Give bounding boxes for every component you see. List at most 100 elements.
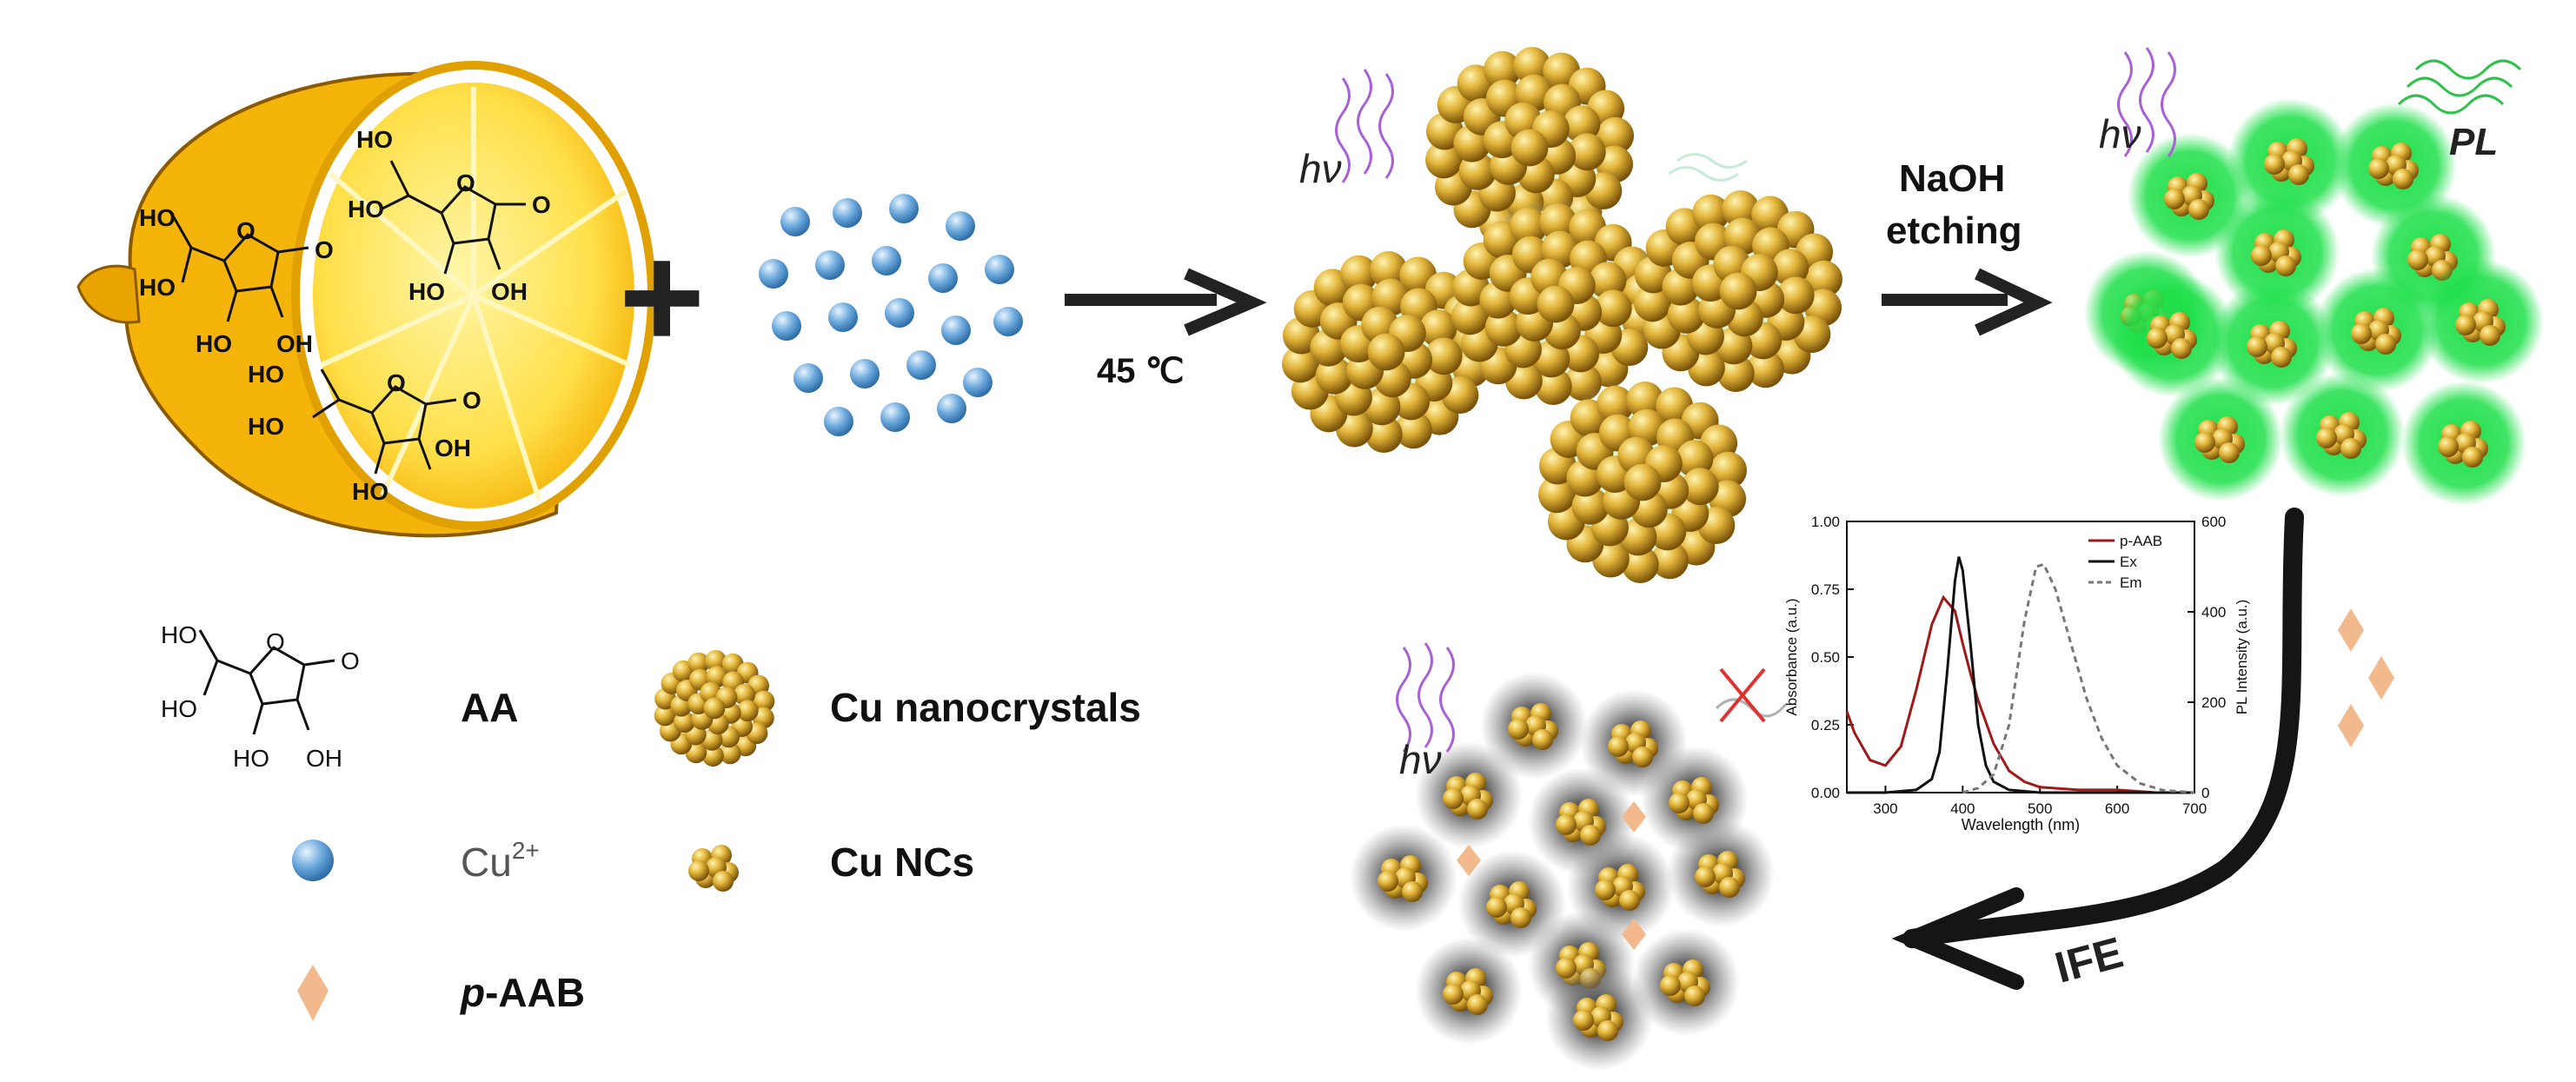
cu-nanocrystal bbox=[1280, 246, 1492, 458]
paab-diamond bbox=[1622, 919, 1646, 950]
chart-x-tick-label: 400 bbox=[1950, 800, 1975, 817]
pl-label: PL bbox=[2449, 121, 2498, 163]
cu-ion bbox=[780, 207, 810, 236]
quenched-cu-nc bbox=[1632, 928, 1740, 1036]
hv-label-3: hν bbox=[1399, 737, 1442, 782]
legend-cu-ion-sup: 2+ bbox=[512, 837, 540, 864]
molecule-1-carbonyl-o: O bbox=[315, 236, 334, 263]
cu-nanocrystal bbox=[1537, 376, 1749, 588]
legend-aa-structure bbox=[198, 629, 335, 735]
chart-left-tick-label: 0.25 bbox=[1811, 717, 1840, 734]
cu-ion bbox=[963, 368, 993, 397]
cu-ion bbox=[815, 250, 845, 280]
cu-ion bbox=[759, 259, 788, 289]
chart-x-tick-label: 300 bbox=[1873, 800, 1897, 817]
legend-aa-ho-top: HO bbox=[161, 621, 197, 648]
ife-label: IFE bbox=[2050, 928, 2128, 992]
cu-ion bbox=[928, 263, 958, 293]
cu-nanocrystal bbox=[1450, 198, 1662, 410]
chart-left-tick-label: 0.00 bbox=[1811, 785, 1840, 801]
legend-aa-carbonyl-o: O bbox=[341, 647, 360, 674]
fluorescent-cu-ncs-group bbox=[2084, 98, 2544, 506]
cu-ion bbox=[793, 363, 823, 393]
legend-aa-ho-side: HO bbox=[161, 695, 197, 722]
cu-nanocrystal bbox=[1632, 185, 1844, 397]
cu-ion bbox=[937, 394, 966, 423]
legend-paab-label: p-AAB bbox=[459, 970, 585, 1015]
molecule-1-ho-side: HO bbox=[139, 274, 176, 301]
molecule-3-oh-bottom: OH bbox=[435, 435, 471, 461]
fluorescent-cu-nc bbox=[2280, 372, 2405, 497]
chart-left-tick-label: 0.50 bbox=[1811, 649, 1840, 666]
chart-right-tick-label: 200 bbox=[2201, 694, 2226, 711]
molecule-2-oh-bottom: OH bbox=[491, 278, 528, 305]
legend-paab-rest: -AAB bbox=[485, 970, 585, 1015]
legend-cu-ncs-label: Cu NCs bbox=[830, 840, 974, 885]
cu-ion bbox=[872, 246, 901, 275]
cu-ion bbox=[880, 402, 910, 432]
molecule-1-oh-bottom: OH bbox=[276, 330, 313, 357]
chart-x-tick-label: 600 bbox=[2105, 800, 2129, 817]
molecule-3-ho-top: HO bbox=[248, 361, 284, 388]
molecule-2-ho-side: HO bbox=[348, 196, 384, 222]
chart-left-tick-label: 1.00 bbox=[1811, 514, 1840, 530]
temperature-label: 45 ℃ bbox=[1097, 352, 1185, 390]
legend-cu-ion-icon bbox=[292, 840, 334, 881]
chart-plot-area bbox=[1846, 521, 2195, 793]
legend-cu-nc-icon bbox=[688, 845, 739, 892]
chart-legend-label: Em bbox=[2120, 574, 2142, 591]
faint-emission-wave-icon bbox=[1668, 153, 1748, 182]
chart-series-em bbox=[1962, 562, 2195, 794]
plus-sign: + bbox=[619, 215, 705, 380]
molecule-3-ho-bottom: HO bbox=[352, 478, 388, 505]
light-wave-icon-3 bbox=[1396, 642, 1455, 753]
light-wave-icon-2 bbox=[2117, 47, 2176, 157]
etching-label-line2: etching bbox=[1886, 209, 2022, 252]
cu-ion bbox=[906, 350, 936, 380]
fluorescent-cu-nc bbox=[2158, 376, 2283, 501]
ascorbic-acid-molecule-3 bbox=[312, 368, 457, 475]
molecule-2-carbonyl-o: O bbox=[532, 191, 551, 218]
legend-aa-ring-o: O bbox=[266, 628, 285, 655]
paab-diamond-decor bbox=[2338, 608, 2394, 747]
reaction-arrow-2 bbox=[1882, 268, 2053, 336]
legend-cu-ion-label: Cu2+ bbox=[461, 837, 540, 885]
ascorbic-acid-molecule-1 bbox=[172, 216, 309, 322]
legend-cu-nanocrystals-label: Cu nanocrystals bbox=[830, 685, 1141, 730]
molecule-3-ho-side: HO bbox=[248, 413, 284, 440]
chart-x-tick-label: 500 bbox=[2028, 800, 2052, 817]
molecule-2-ring-o: O bbox=[456, 169, 475, 196]
quenched-cu-nc bbox=[1545, 963, 1653, 1071]
paab-diamond bbox=[1622, 801, 1646, 833]
paab-diamond bbox=[1457, 845, 1481, 876]
chart-x-tick-label: 700 bbox=[2182, 800, 2207, 817]
legend-nc-shape bbox=[688, 845, 739, 892]
cu-ion bbox=[833, 198, 862, 228]
legend-cu-nanocrystal-icon bbox=[654, 649, 775, 767]
legend-crystal-shape bbox=[654, 649, 775, 767]
chart-legend-label: Ex bbox=[2120, 554, 2137, 570]
ascorbic-acid-molecule-2 bbox=[382, 160, 526, 275]
quenched-cu-ncs-group bbox=[1350, 672, 1775, 1071]
chart-x-axis-label: Wavelength (nm) bbox=[1962, 816, 2080, 833]
fluorescent-cu-nc bbox=[2401, 381, 2526, 506]
chart-right-tick-label: 400 bbox=[2201, 604, 2226, 621]
chart-left-axis-label: Absorbance (a.u.) bbox=[1783, 598, 1800, 715]
chart-series-p-aab bbox=[1845, 594, 2194, 794]
light-wave-icon-1 bbox=[1335, 69, 1394, 183]
chart-legend-label: p-AAB bbox=[2120, 533, 2162, 549]
molecule-3-carbonyl-o: O bbox=[462, 387, 481, 414]
legend-cu-ion-base: Cu bbox=[461, 840, 512, 885]
quenched-cu-nc bbox=[1667, 820, 1775, 927]
fluorescent-cu-nc bbox=[2110, 272, 2235, 397]
chart-series-ex bbox=[1847, 556, 2194, 794]
fluorescent-cu-nc bbox=[2210, 281, 2335, 406]
molecule-1-ho-top: HO bbox=[139, 204, 176, 231]
chart-series bbox=[1845, 556, 2195, 794]
cu-ion bbox=[772, 311, 801, 341]
etching-label-line1: NaOH bbox=[1899, 157, 2005, 200]
chart-right-tick-label: 0 bbox=[2201, 785, 2209, 801]
cu-ion bbox=[824, 407, 853, 436]
